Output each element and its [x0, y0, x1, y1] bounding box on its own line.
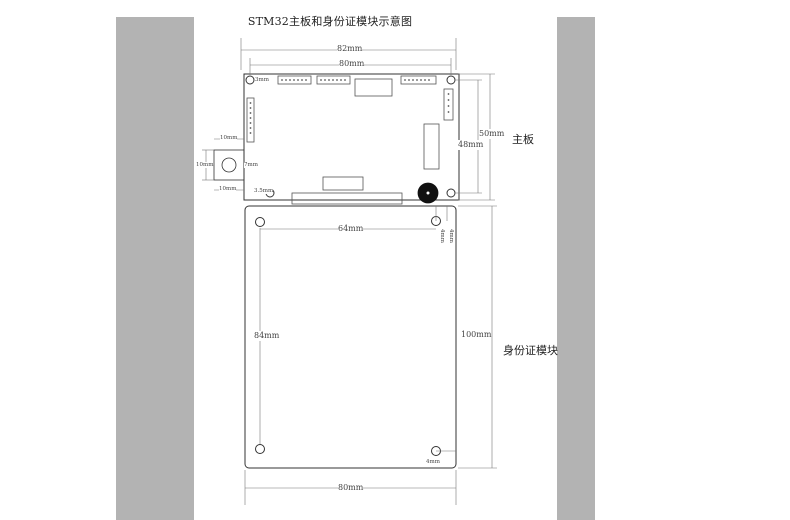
main-board-label: 主板	[512, 133, 534, 146]
bottom-connector	[291, 192, 403, 205]
dim-board-hole-spacing-y: 48mm	[458, 140, 484, 150]
right-gray-bar	[557, 17, 595, 520]
bottom-chip	[322, 176, 364, 191]
dim-board-hole-spacing-x: 80mm	[339, 59, 365, 69]
dim-button-size: 10mm	[196, 162, 214, 168]
id-module-outline	[244, 205, 457, 469]
id-module-mounting-holes	[255, 216, 441, 456]
dim-module-outer-height: 100mm	[461, 330, 492, 340]
dim-board-outer-width: 82mm	[337, 44, 363, 54]
dim-small-offset: 3.5mm	[254, 188, 274, 194]
dim-module-hole-offset-b: 4mm	[448, 229, 454, 243]
dim-button-gap-bottom: 10mm	[219, 186, 237, 192]
dim-button-gap-top: 10mm	[220, 135, 238, 141]
button-circle	[221, 157, 237, 173]
tall-component	[423, 123, 440, 170]
dim-corner-offset: 3mm	[255, 77, 269, 83]
dim-module-hole-offset-a: 4mm	[439, 229, 445, 243]
dim-module-hole-spacing-y: 84mm	[254, 331, 280, 341]
dim-module-outer-width: 80mm	[338, 483, 364, 493]
main-board-outline	[243, 73, 460, 201]
dim-module-hole-spacing-x: 64mm	[338, 224, 364, 234]
dim-module-corner-offset: 4mm	[426, 459, 440, 465]
left-gray-bar	[116, 17, 194, 520]
top-connectors	[277, 75, 437, 97]
diagram-title: STM32主板和身份证模块示意图	[247, 15, 413, 28]
id-module-label: 身份证模块	[503, 344, 558, 357]
dim-board-outer-height: 50mm	[479, 129, 505, 139]
left-connector	[246, 97, 255, 143]
dim-button-gap-side: 7mm	[244, 162, 258, 168]
right-connector	[443, 88, 454, 121]
button-box	[213, 149, 245, 181]
